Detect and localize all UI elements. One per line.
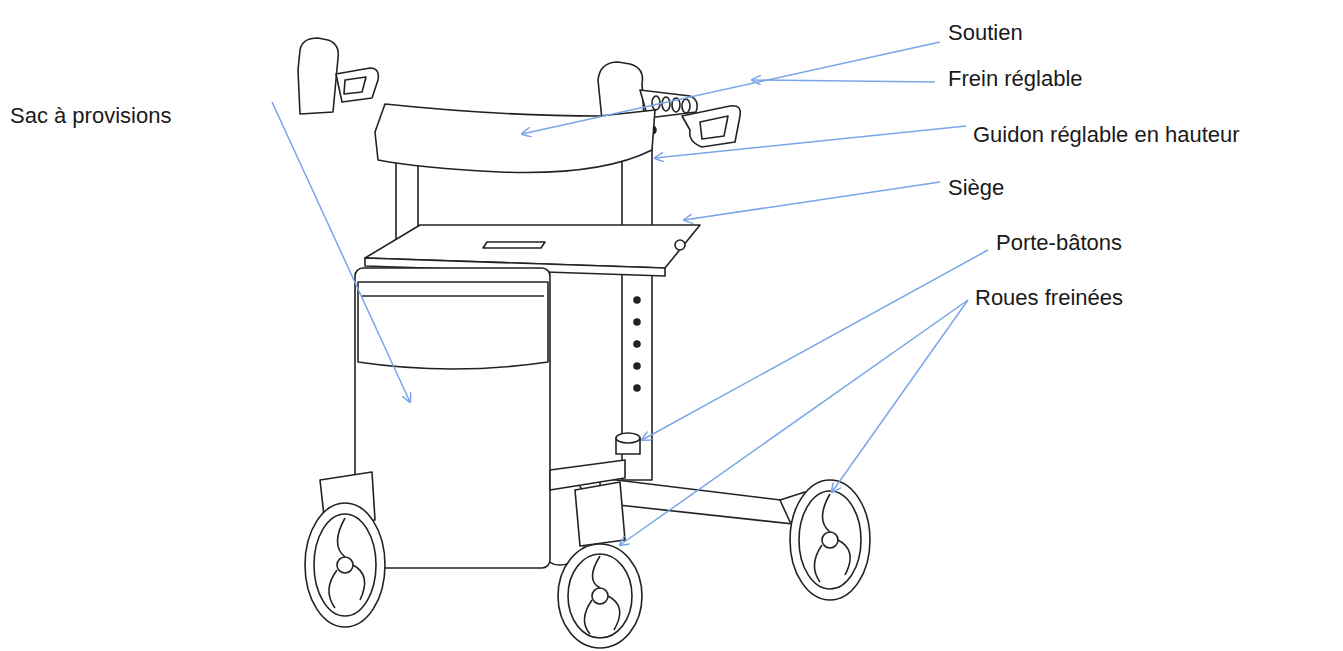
leader-line [752,80,935,82]
front-wheel [305,503,385,627]
leader-line [655,126,966,158]
handle-grip [298,38,338,114]
bag-flap [358,282,548,369]
pin-hole [634,385,640,391]
brake-lever [336,68,378,102]
wheel-spoke [814,494,850,582]
pin-hole [634,319,640,325]
part-label: Frein réglable [948,66,1083,92]
part-label: Roues freinées [975,285,1123,311]
part-label: Siège [948,175,1004,201]
leader-line [620,300,968,545]
adjust-hole [652,96,660,110]
wheel-rim [799,491,861,589]
part-label: Porte-bâtons [996,230,1122,256]
seat-handle-slot [483,242,545,248]
leader-line [832,300,968,492]
wheel-rim [314,514,376,616]
cane-holder [616,433,640,443]
wheel-spoke [329,518,365,608]
part-label: Soutien [948,20,1023,46]
brake-lever [682,106,740,147]
adjust-hole [662,97,670,111]
part-label: Guidon réglable en hauteur [973,122,1240,148]
rear-wheel [790,480,870,600]
adjust-hole [682,99,690,113]
pin-hole [634,363,640,369]
caster-fork [575,482,625,546]
front-wheel [558,544,642,648]
pin-hole [634,341,640,347]
pin-hole [634,297,640,303]
wheel-rim [568,554,632,638]
brake-lever [344,77,366,94]
leader-line [272,102,410,402]
brake-lever [700,116,728,139]
wheel-spoke [584,556,619,634]
wheel-hub [822,532,838,548]
bag-seam [362,295,544,297]
part-label: Sac à provisions [10,103,171,129]
leader-line [684,182,940,220]
seat-pin [675,240,685,250]
wheel-hub [592,588,608,604]
shopping-bag [355,268,550,568]
wheel-hub [337,557,353,573]
frame-upright [622,140,652,480]
leader-line [522,42,940,134]
